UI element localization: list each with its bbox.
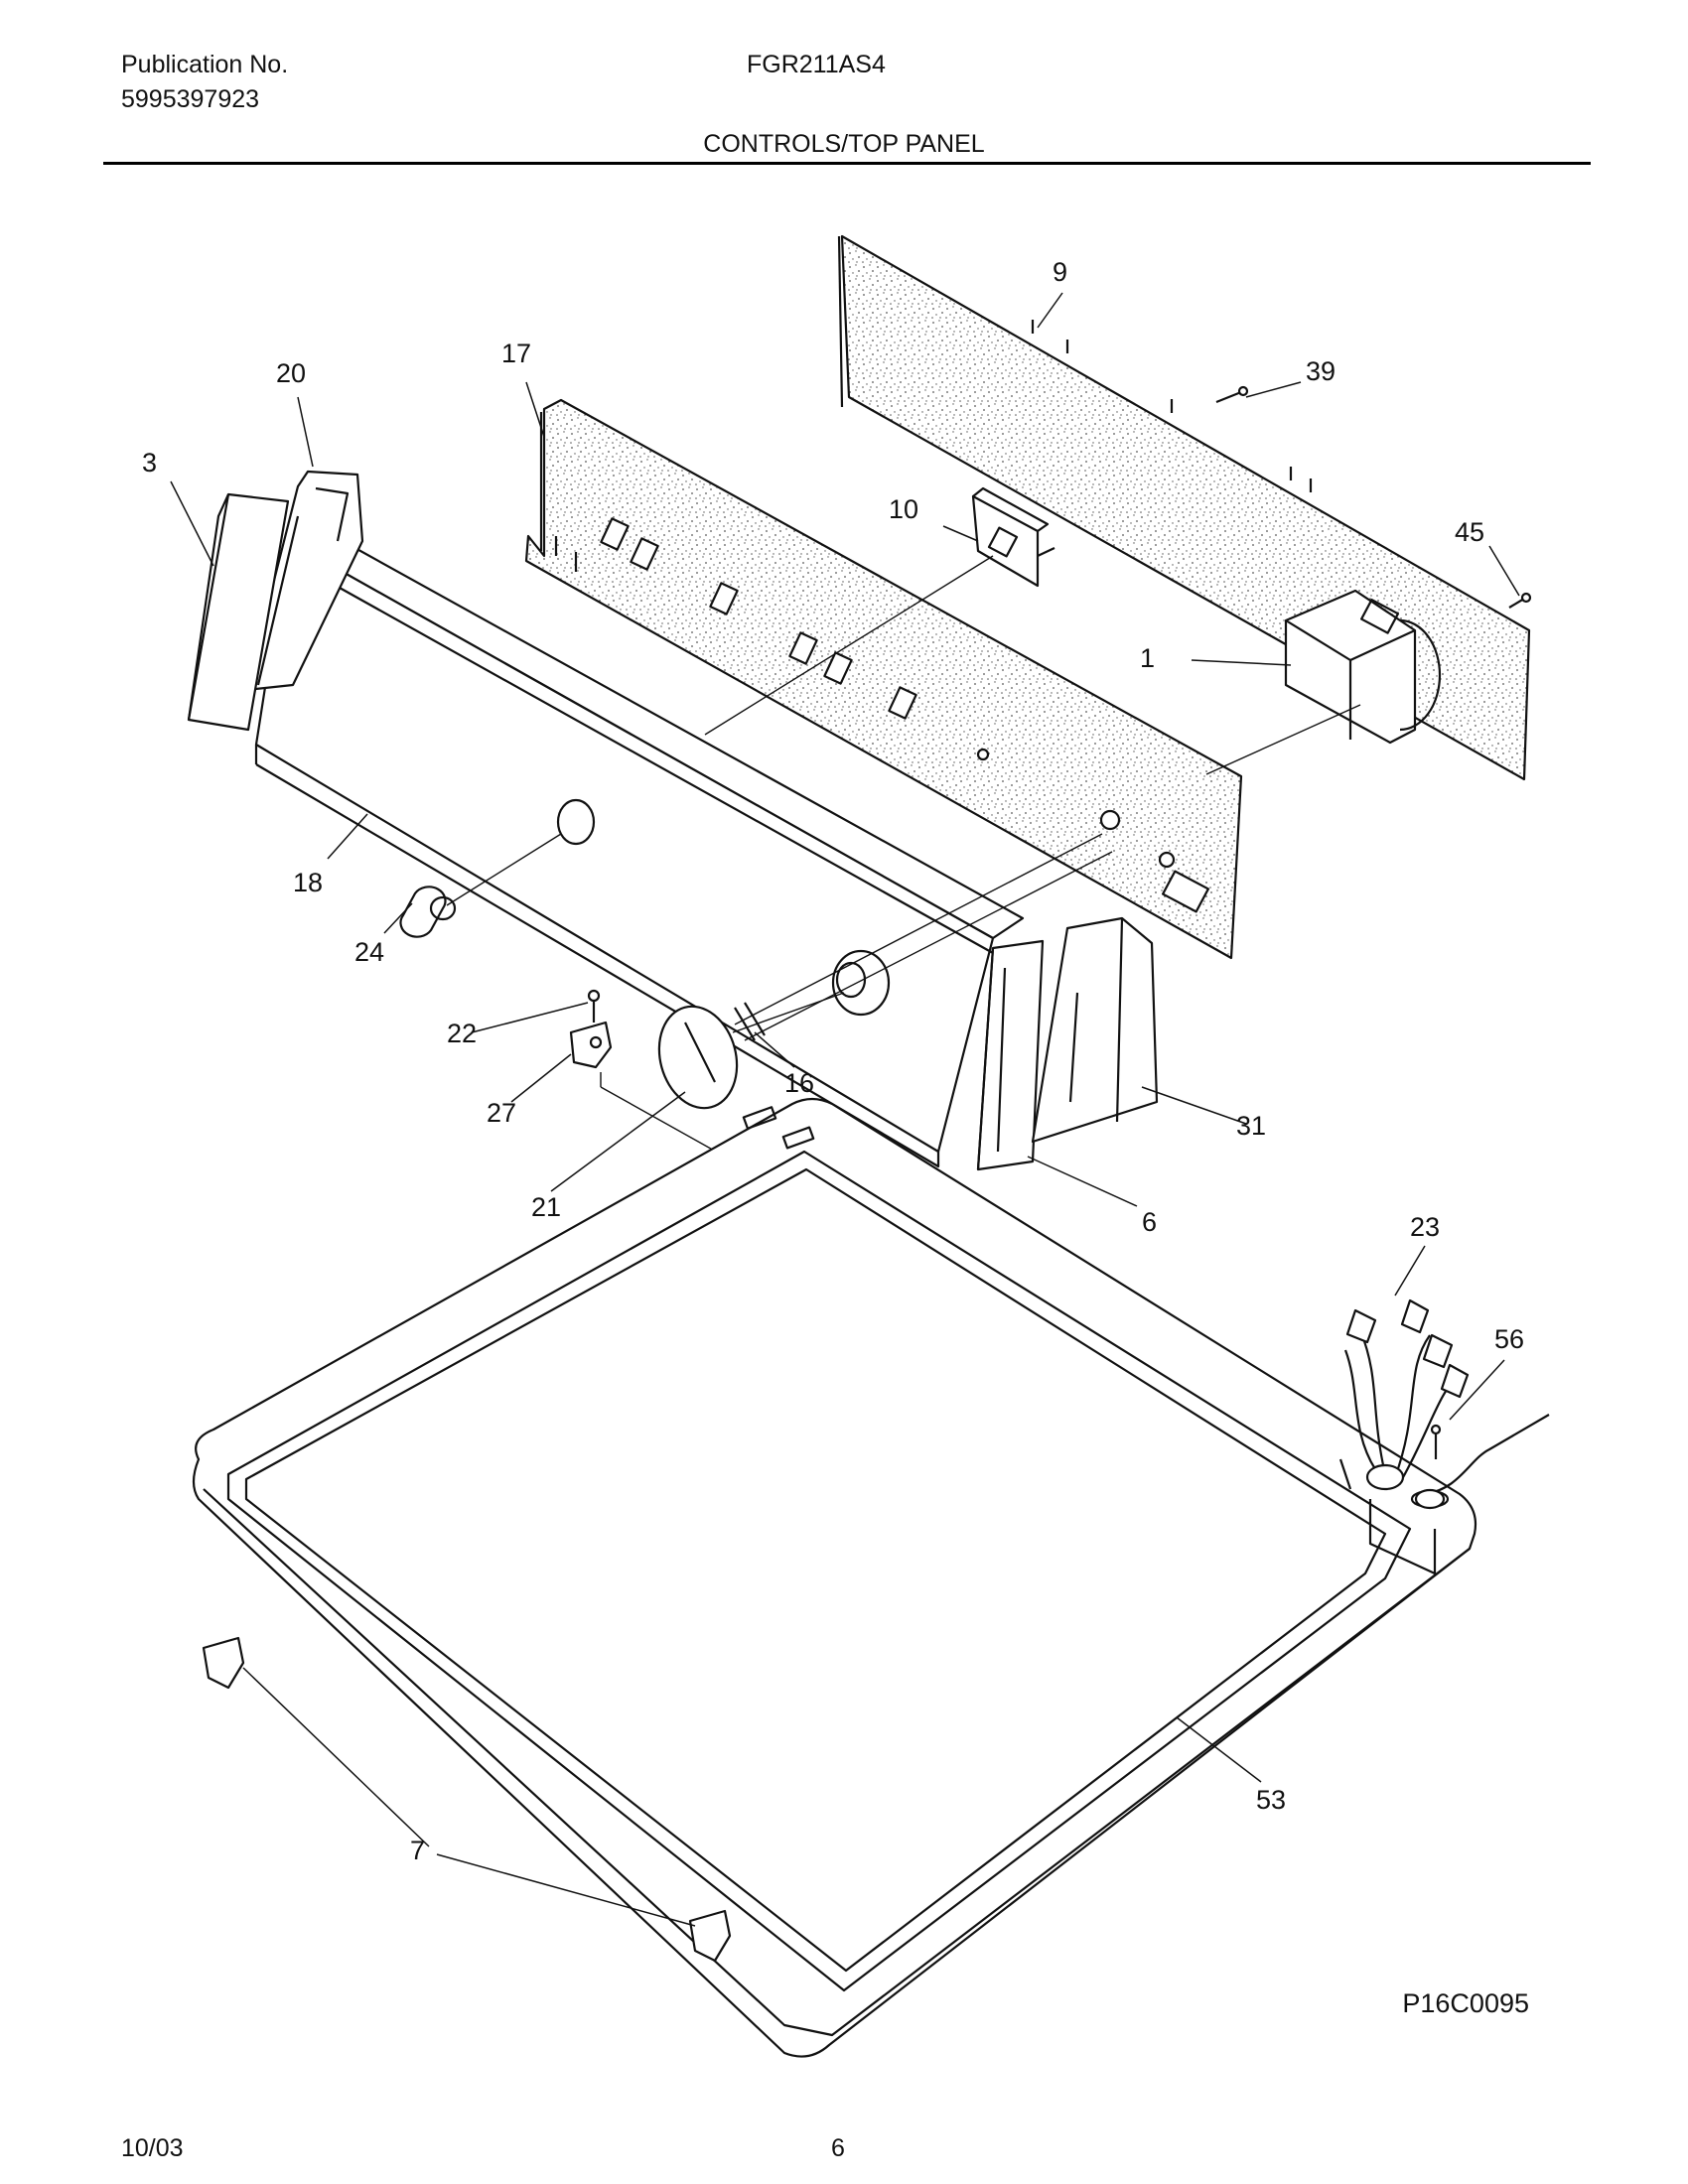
switch-part — [971, 486, 1055, 588]
end-cap-right-part — [1031, 916, 1159, 1144]
callout-18: 18 — [293, 868, 323, 897]
model-number: FGR211AS4 — [747, 51, 886, 78]
timer-part — [1284, 589, 1442, 745]
publication-date: 10/03 — [121, 2134, 184, 2162]
callout-31: 31 — [1236, 1111, 1266, 1141]
callout-39: 39 — [1306, 356, 1336, 386]
knob-part — [657, 1005, 739, 1110]
callout-23: 23 — [1410, 1212, 1440, 1242]
page-number: 6 — [831, 2134, 845, 2162]
callout-3: 3 — [142, 448, 157, 478]
callout-20: 20 — [276, 358, 306, 388]
callout-17: 17 — [501, 339, 531, 368]
screw-22-part — [587, 989, 601, 1023]
pushbutton-part — [399, 886, 457, 938]
publication-number: 5995397923 — [121, 85, 260, 113]
callout-1: 1 — [1140, 643, 1155, 673]
figure-code: P16C0095 — [1402, 1988, 1529, 2018]
bracket-part — [569, 1021, 613, 1069]
callout-22: 22 — [447, 1019, 477, 1048]
screw-16-part — [734, 1002, 766, 1041]
top-panel-part — [192, 1097, 1477, 2058]
callout-53: 53 — [1256, 1785, 1286, 1815]
callout-21: 21 — [531, 1192, 561, 1222]
callout-27: 27 — [487, 1098, 516, 1128]
callout-24: 24 — [354, 937, 384, 967]
section-title: CONTROLS/TOP PANEL — [703, 130, 985, 158]
end-trim-right-part — [976, 939, 1045, 1171]
wiring-harness-part — [1343, 1298, 1470, 1491]
control-panel-part — [524, 398, 1243, 960]
callout-56: 56 — [1494, 1324, 1524, 1354]
header-rule — [103, 162, 1591, 165]
callout-10: 10 — [889, 494, 918, 524]
foot-part-1 — [202, 1636, 245, 1690]
callout-45: 45 — [1455, 517, 1484, 547]
end-trim-left-part — [187, 492, 290, 732]
leader-lines — [170, 292, 1520, 1927]
callout-16: 16 — [784, 1068, 814, 1098]
screw-39-part — [1215, 385, 1249, 404]
screw-56-part — [1414, 1414, 1550, 1510]
foot-part-2 — [688, 1909, 732, 1963]
publication-label: Publication No. — [121, 51, 289, 78]
callout-6: 6 — [1142, 1207, 1157, 1237]
callout-9: 9 — [1053, 257, 1067, 287]
screw-45-part — [1508, 592, 1532, 609]
callout-7: 7 — [410, 1836, 425, 1865]
